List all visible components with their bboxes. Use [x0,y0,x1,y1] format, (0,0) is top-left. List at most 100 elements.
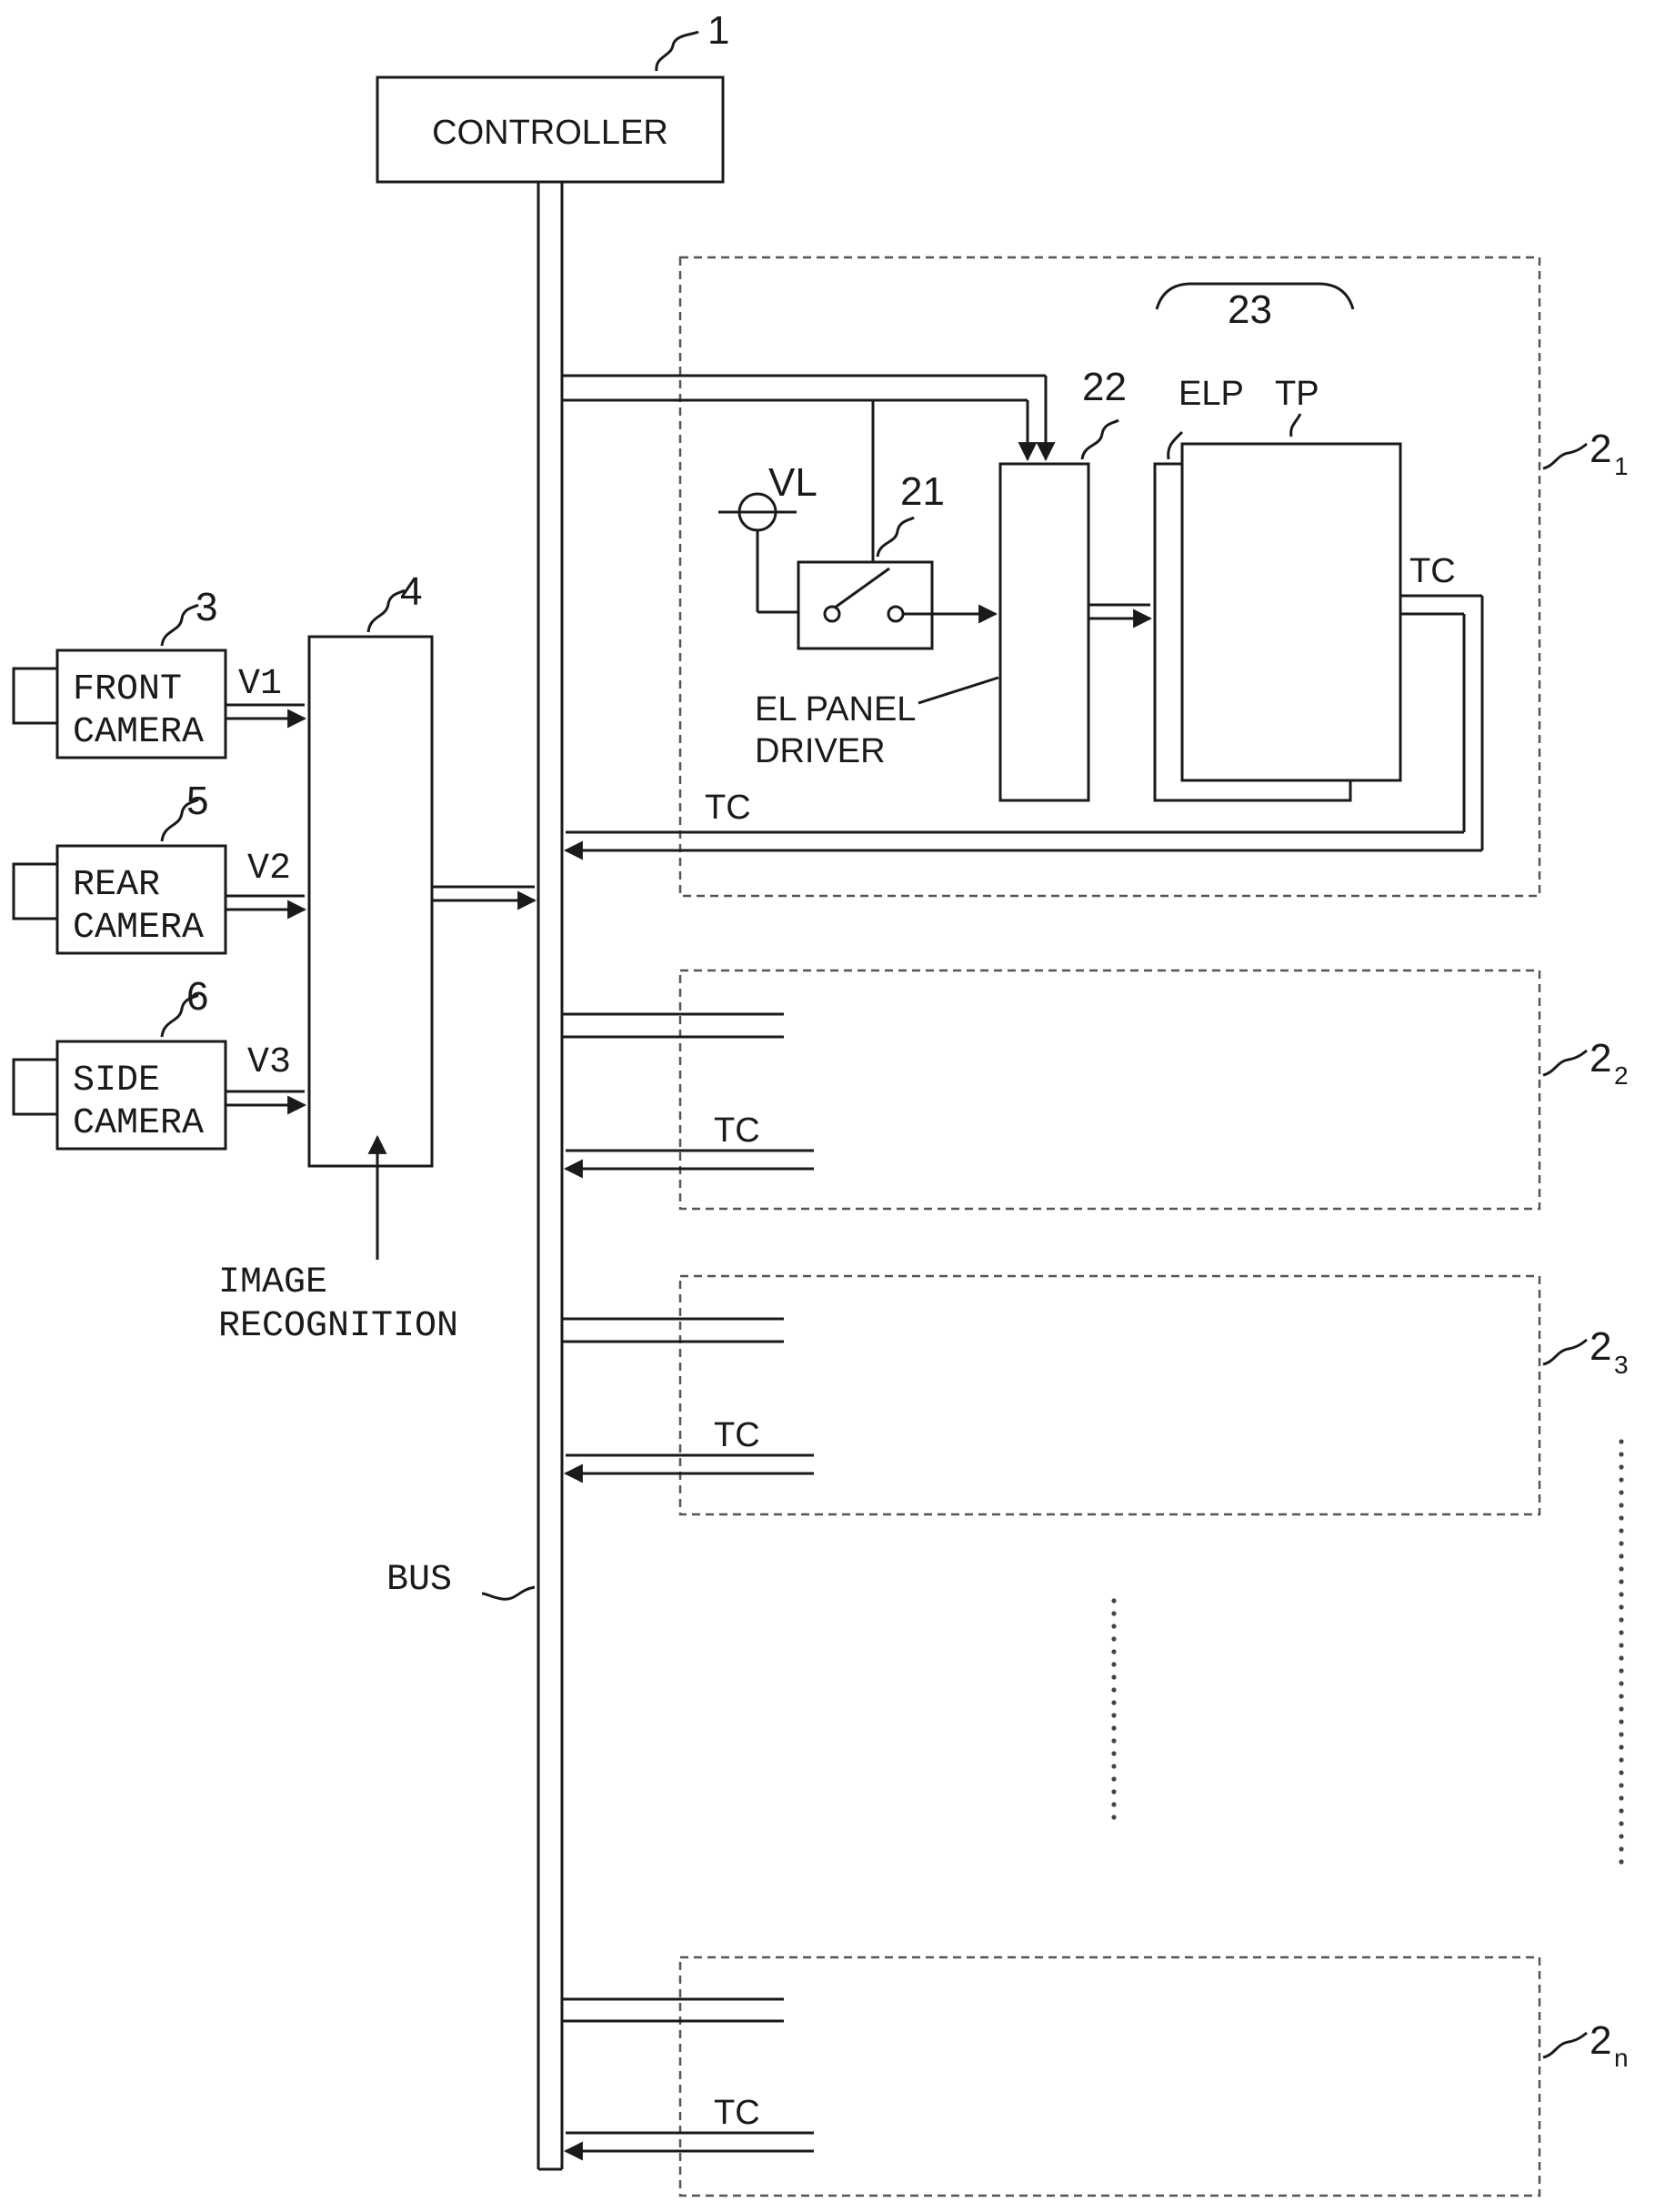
side-camera-signal: V3 [247,1042,291,1083]
continuation-dot [1619,1477,1623,1482]
continuation-dot [1619,1757,1623,1762]
unit3-ref-sub: 3 [1614,1351,1629,1379]
continuation-dot [1619,1604,1623,1609]
unit1-ref-leader [1543,444,1587,468]
continuation-dot [1619,1617,1623,1622]
rear-camera-ref: 5 [186,779,208,823]
front-camera-line1: FRONT [73,669,182,710]
controller-ref-leader [657,32,698,71]
bus-leader [482,1587,535,1599]
controller-block: CONTROLLER 1 [377,8,729,182]
driver-label-line2: DRIVER [755,732,886,770]
continuation-dot [1619,1439,1623,1443]
continuation-dots-center [1111,1598,1116,1819]
unit2-tc-label: TC [714,1111,760,1150]
image-recognition-ref: 4 [400,569,422,614]
continuation-dot [1619,1834,1623,1838]
continuation-dot [1619,1553,1623,1558]
tc-top-label: TC [1409,552,1456,590]
continuation-dot [1619,1681,1623,1685]
continuation-dot [1619,1566,1623,1571]
continuation-dot [1111,1598,1116,1603]
display-unit-n: 2 n TC [562,1957,1629,2196]
rear-camera-line1: REAR [73,865,160,906]
driver-label-line1: EL PANEL [755,690,916,729]
driver-ref-leader [1082,420,1118,459]
switch-ref: 21 [900,469,945,514]
continuation-dot [1111,1776,1116,1781]
vl-label: VL [768,460,817,505]
unit2-ref-main: 2 [1590,1036,1611,1081]
side-camera-block: SIDE CAMERA 6 V3 [14,974,305,1149]
elp-leader [1169,432,1182,459]
rear-camera-line2: CAMERA [73,908,204,949]
continuation-dot [1619,1579,1623,1584]
display-unit-3: 2 3 TC [562,1276,1629,1514]
continuation-dot [1111,1674,1116,1679]
tp-leader [1291,414,1300,437]
continuation-dot [1619,1694,1623,1698]
side-camera-line2: CAMERA [73,1103,204,1144]
continuation-dot [1619,1668,1623,1673]
controller-label: CONTROLLER [432,114,668,152]
driver-ref: 22 [1082,365,1127,409]
unitn-tc-label: TC [714,2094,760,2132]
continuation-dot [1111,1649,1116,1654]
continuation-dot [1619,1808,1623,1813]
continuation-dot [1619,1821,1623,1825]
continuation-dot [1111,1624,1116,1628]
front-camera-block: FRONT CAMERA 3 V1 [14,585,305,758]
continuation-dot [1619,1655,1623,1660]
side-camera-ref: 6 [186,974,208,1019]
elp-label: ELP [1179,375,1244,413]
unit3-tc-label: TC [714,1416,760,1454]
continuation-dots-right [1619,1439,1623,1864]
front-camera-ref-leader [162,605,198,646]
continuation-dot [1619,1719,1623,1724]
continuation-dot [1619,1732,1623,1736]
continuation-dot [1619,1744,1623,1749]
bus-label: BUS [386,1560,452,1601]
tp-layer [1182,444,1400,780]
image-recognition-line2: RECOGNITION [218,1306,458,1347]
switch-21: 21 [798,469,996,649]
image-recognition-ref-leader [368,590,405,632]
display-unit-2: 2 2 TC [562,970,1629,1209]
bus: BUS [386,182,562,2169]
display-unit-1: 2 1 VL 21 22 [562,257,1629,896]
continuation-dot [1619,1503,1623,1507]
continuation-dot [1111,1815,1116,1819]
front-camera-ref: 3 [196,585,217,629]
continuation-dot [1619,1541,1623,1545]
continuation-dot [1619,1452,1623,1456]
continuation-dot [1619,1515,1623,1520]
continuation-dot [1111,1764,1116,1768]
continuation-dot [1619,1630,1623,1634]
tp-label: TP [1275,375,1319,413]
unit2-ref-sub: 2 [1614,1061,1629,1090]
tc-bottom-label: TC [705,789,751,827]
continuation-dot [1619,1643,1623,1647]
side-camera-line1: SIDE [73,1061,160,1101]
image-recognition-line1: IMAGE [218,1262,327,1303]
continuation-dot [1111,1687,1116,1692]
unit3-ref-main: 2 [1590,1324,1611,1369]
continuation-dot [1619,1859,1623,1864]
continuation-dot [1111,1611,1116,1615]
continuation-dot [1111,1751,1116,1755]
continuation-dot [1619,1846,1623,1851]
switch-ref-leader [878,518,914,557]
continuation-dot [1111,1636,1116,1641]
rear-camera-signal: V2 [247,849,291,890]
continuation-dot [1619,1528,1623,1533]
continuation-dot [1111,1713,1116,1717]
unit3-ref-leader [1543,1340,1587,1364]
front-camera-signal: V1 [238,664,282,705]
continuation-dot [1619,1795,1623,1800]
continuation-dot [1111,1700,1116,1704]
continuation-dot [1619,1490,1623,1494]
continuation-dot [1619,1770,1623,1775]
continuation-dot [1619,1464,1623,1469]
continuation-dot [1619,1783,1623,1787]
